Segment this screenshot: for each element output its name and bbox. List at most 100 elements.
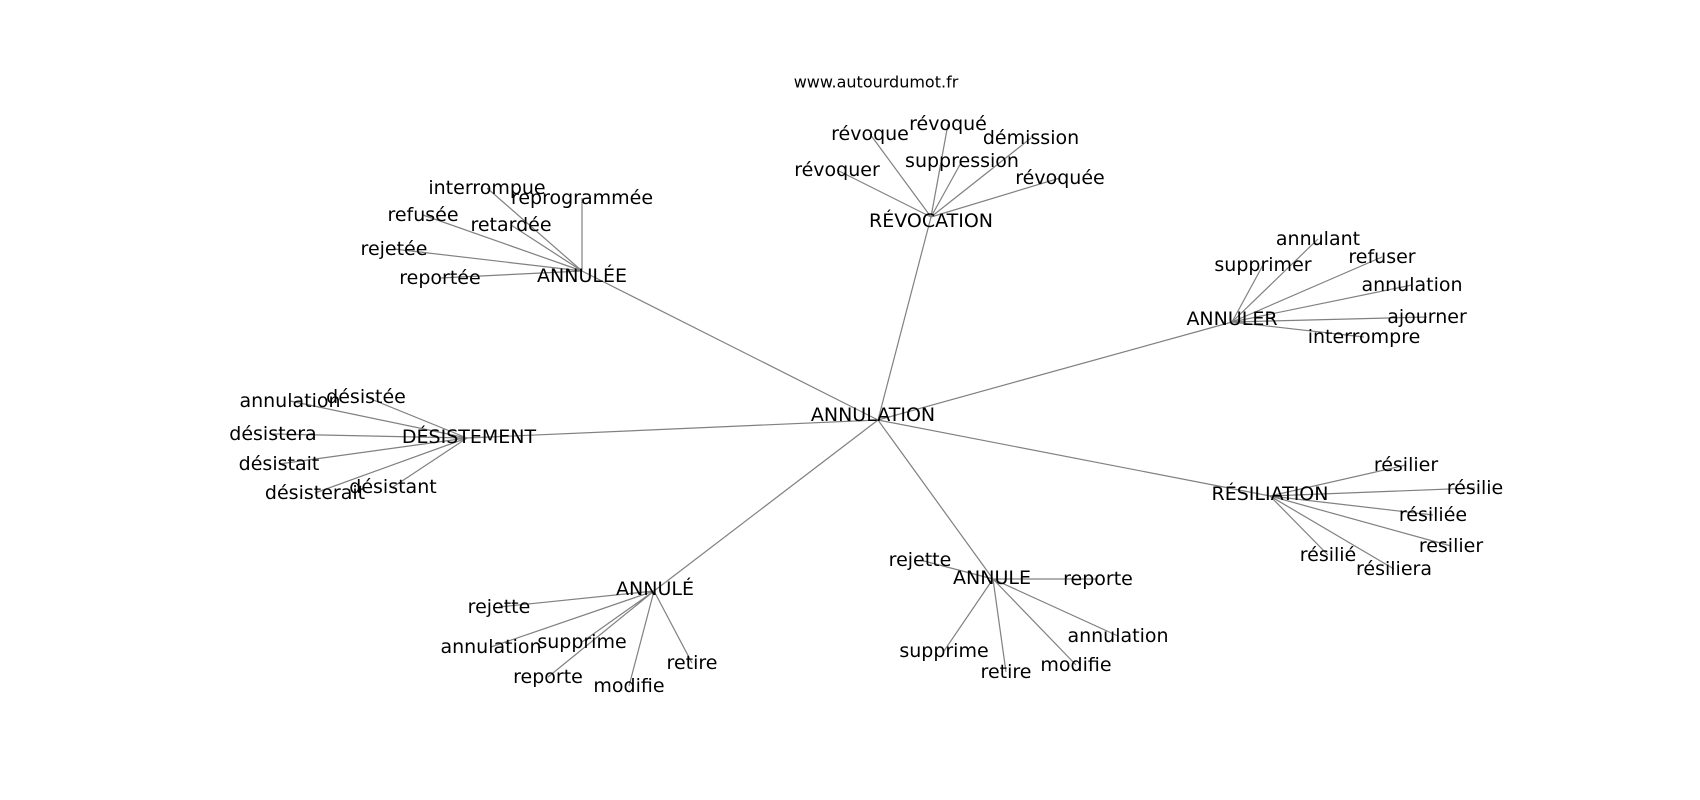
edge-hub-leaf (1231, 284, 1413, 323)
edge-hub-leaf (498, 590, 655, 608)
edge-center-hub (466, 419, 879, 439)
leaf-node[interactable]: modifie (1040, 654, 1111, 676)
leaf-node[interactable]: refuser (1348, 246, 1415, 268)
edge-hub-leaf (930, 160, 963, 218)
leaf-node[interactable]: supprime (537, 631, 626, 653)
leaf-node[interactable]: modifie (593, 675, 664, 697)
leaf-node[interactable]: désistera (229, 423, 316, 445)
leaf-node[interactable]: résiliera (1356, 558, 1432, 580)
edge-hub-leaf (510, 224, 583, 272)
hub-node[interactable]: ANNULE (953, 567, 1031, 589)
leaf-node[interactable]: rejette (889, 549, 952, 571)
edge-hub-leaf (1269, 495, 1395, 570)
edge-center-hub (877, 419, 1271, 497)
edge-hub-leaf (930, 137, 1032, 218)
edge-hub-leaf (547, 590, 655, 678)
leaf-node[interactable]: annulation (1361, 274, 1462, 296)
hub-node[interactable]: ANNULER (1186, 308, 1277, 330)
leaf-node[interactable]: rejette (468, 596, 531, 618)
edge-center-hub (877, 419, 994, 580)
edge-hub-leaf (1269, 464, 1407, 497)
leaf-node[interactable]: révoque (831, 123, 909, 145)
edge-hub-leaf (919, 559, 994, 580)
edge-hub-leaf (1269, 495, 1329, 556)
center-node[interactable]: ANNULATION (811, 404, 935, 426)
leaf-node[interactable]: démission (983, 127, 1079, 149)
leaf-node[interactable]: révoquer (794, 159, 880, 181)
leaf-node[interactable]: reporte (513, 666, 583, 688)
edge-hub-leaf (930, 177, 1061, 218)
leaf-node[interactable]: suppression (905, 150, 1019, 172)
edge-hub-leaf (930, 123, 949, 218)
edge-hub-leaf (1269, 487, 1476, 497)
hub-node[interactable]: ANNULÉ (616, 577, 694, 600)
leaf-node[interactable]: interrompre (1308, 326, 1421, 348)
hub-node[interactable]: RÉSILIATION (1212, 482, 1329, 505)
edge-hub-leaf (289, 400, 468, 439)
hub-node[interactable]: ANNULÉE (537, 264, 627, 287)
edge-hub-leaf (272, 433, 468, 439)
edge-hub-leaf (439, 270, 583, 279)
edge-hub-leaf (992, 578, 1077, 666)
leaf-node[interactable]: désisterait (265, 482, 365, 504)
leaf-node[interactable]: supprime (899, 640, 988, 662)
edge-hub-leaf (486, 187, 583, 272)
leaf-node[interactable]: annulation (1067, 625, 1168, 647)
leaf-node[interactable]: retire (667, 652, 718, 674)
leaf-node[interactable]: annulation (239, 390, 340, 412)
leaf-node[interactable]: ajourner (1387, 306, 1467, 328)
edge-hub-leaf (422, 214, 583, 272)
leaf-node[interactable]: retire (981, 661, 1032, 683)
edge-hub-leaf (836, 169, 932, 218)
edge-hub-leaf (869, 133, 932, 218)
edge-hub-leaf (393, 248, 583, 272)
edge-hub-leaf (1231, 321, 1365, 338)
edge-hub-leaf (1231, 238, 1319, 323)
edge-hub-leaf (490, 590, 655, 648)
edge-center-hub (581, 270, 879, 421)
leaf-node[interactable]: retardée (470, 214, 551, 236)
leaf-node[interactable]: supprimer (1214, 254, 1311, 276)
edge-hub-leaf (1231, 256, 1383, 323)
leaf-node[interactable]: interrompue (428, 177, 545, 199)
edge-hub-leaf (1269, 495, 1452, 547)
leaf-node[interactable]: reprogrammée (511, 187, 653, 209)
edge-hub-leaf (1231, 264, 1264, 323)
hub-node[interactable]: DÉSISTEMENT (402, 425, 537, 448)
leaf-node[interactable]: désistant (349, 476, 436, 498)
edge-hub-leaf (278, 437, 468, 465)
leaf-node[interactable]: refusée (387, 204, 458, 226)
leaf-node[interactable]: rejetée (361, 238, 428, 260)
edge-hub-leaf (992, 578, 1007, 673)
leaf-node[interactable]: résilié (1300, 544, 1357, 566)
edge-center-hub (877, 321, 1233, 421)
leaf-node[interactable]: résilie (1447, 477, 1504, 499)
edge-hub-leaf (992, 578, 1119, 637)
source-label[interactable]: www.autourdumot.fr (794, 73, 959, 92)
leaf-node[interactable]: reporte (1063, 568, 1133, 590)
leaf-node[interactable]: résilier (1374, 454, 1439, 476)
edge-hub-leaf (1269, 495, 1434, 516)
leaf-node[interactable]: annulation (440, 636, 541, 658)
hub-node[interactable]: RÉVOCATION (869, 209, 993, 232)
leaf-node[interactable]: annulant (1276, 228, 1360, 250)
edge-center-hub (877, 216, 932, 421)
edge-center-hub (653, 419, 879, 592)
leaf-node[interactable]: désistée (326, 386, 406, 408)
leaf-node[interactable]: resilier (1419, 535, 1484, 557)
edge-hub-leaf (1231, 316, 1428, 323)
leaf-node[interactable]: reportée (399, 267, 480, 289)
leaf-node[interactable]: révoqué (909, 113, 987, 135)
edge-hub-leaf (314, 437, 468, 494)
leaf-node[interactable]: résiliée (1399, 504, 1467, 526)
leaf-node[interactable]: révoquée (1015, 167, 1104, 189)
edge-hub-leaf (392, 437, 468, 488)
edge-hub-leaf (365, 396, 468, 439)
edge-hub-leaf (628, 590, 655, 687)
edge-hub-leaf (943, 578, 994, 652)
edge-hub-leaf (653, 590, 693, 664)
leaf-node[interactable]: désistait (239, 453, 320, 475)
graph-edges (272, 123, 1476, 687)
